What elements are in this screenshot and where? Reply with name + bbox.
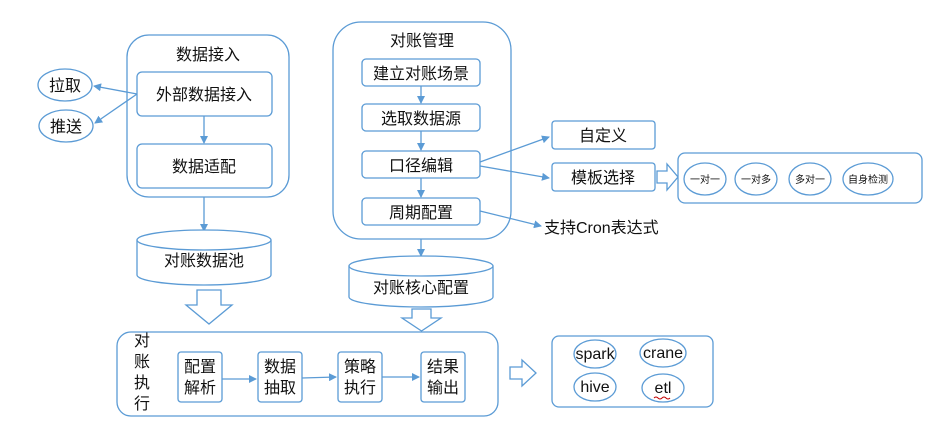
arrow-extract-to-strategy — [301, 373, 337, 382]
arrow-to-push — [94, 93, 138, 124]
template-label: 一对多 — [741, 173, 771, 186]
step-strategy-line: 执行 — [344, 379, 376, 397]
execution-title-char: 账 — [134, 353, 150, 371]
custom-label: 自定义 — [579, 127, 627, 145]
pool-label: 对账数据池 — [164, 252, 244, 270]
engine-label: etl — [655, 380, 672, 397]
exec-to-engines-arrow — [509, 358, 537, 388]
management-title: 对账管理 — [390, 32, 454, 50]
step-output-node — [420, 351, 466, 403]
core-config-label: 对账核心配置 — [373, 279, 469, 297]
spellcheck-squiggle — [653, 396, 671, 400]
template-to-list-arrow — [656, 162, 679, 192]
step-parse-line: 配置 — [184, 358, 216, 376]
template-label: 多对一 — [795, 173, 825, 186]
data-adapt-node — [136, 143, 273, 189]
engine-oval — [573, 372, 617, 402]
engine-label: spark — [575, 346, 615, 363]
template-oval — [683, 162, 727, 196]
template-oval — [788, 162, 832, 196]
push-label: 推送 — [50, 118, 82, 136]
push-oval — [38, 109, 94, 143]
core-config-cylinder-body — [348, 266, 494, 308]
execution-title-char: 对 — [134, 332, 150, 350]
pull-label: 拉取 — [49, 77, 81, 95]
step-output-line: 输出 — [427, 379, 459, 397]
core-to-exec-arrow — [399, 308, 444, 332]
data-access-title: 数据接入 — [176, 46, 240, 64]
template-oval — [842, 162, 894, 196]
pool-cylinder-body — [136, 240, 272, 286]
step-output-line: 结果 — [427, 358, 459, 376]
pool-cylinder-top — [136, 229, 272, 251]
cron-label: 支持Cron表达式 — [544, 219, 659, 237]
step-extract-line: 数据 — [264, 358, 296, 376]
pull-oval — [37, 68, 93, 102]
step-strategy-line: 策略 — [344, 358, 376, 376]
arrow-to-cron — [479, 210, 542, 229]
template-label: 一对一 — [690, 173, 720, 186]
execution-title-char: 执 — [134, 374, 150, 392]
external-data-label: 外部数据接入 — [156, 86, 252, 104]
data-adapt-label: 数据适配 — [172, 158, 236, 176]
engine-label: hive — [580, 379, 609, 396]
step-parse-line: 解析 — [184, 379, 216, 397]
engine-oval — [573, 339, 617, 369]
template-label: 模板选择 — [571, 169, 635, 187]
step-parse-node — [177, 351, 223, 403]
arrow-to-pull — [93, 83, 138, 95]
scene-label: 建立对账场景 — [373, 65, 469, 83]
engine-oval — [639, 338, 687, 368]
pool-to-exec-arrow — [184, 289, 234, 325]
step-extract-node — [257, 351, 303, 403]
template-label: 自身检测 — [848, 173, 888, 186]
arrow-to-template — [479, 165, 550, 181]
arrow-to-custom — [479, 135, 550, 163]
custom-node — [551, 120, 656, 150]
period-label: 周期配置 — [389, 204, 453, 222]
template-oval — [734, 162, 778, 196]
source-label: 选取数据源 — [381, 110, 461, 128]
template-node — [551, 162, 656, 192]
engine-oval — [641, 373, 685, 403]
caliber-label: 口径编辑 — [389, 157, 453, 175]
execution-title-char: 行 — [134, 395, 150, 413]
step-extract-line: 抽取 — [264, 379, 296, 397]
engine-label: crane — [643, 345, 683, 362]
core-config-cylinder-top — [348, 255, 494, 277]
